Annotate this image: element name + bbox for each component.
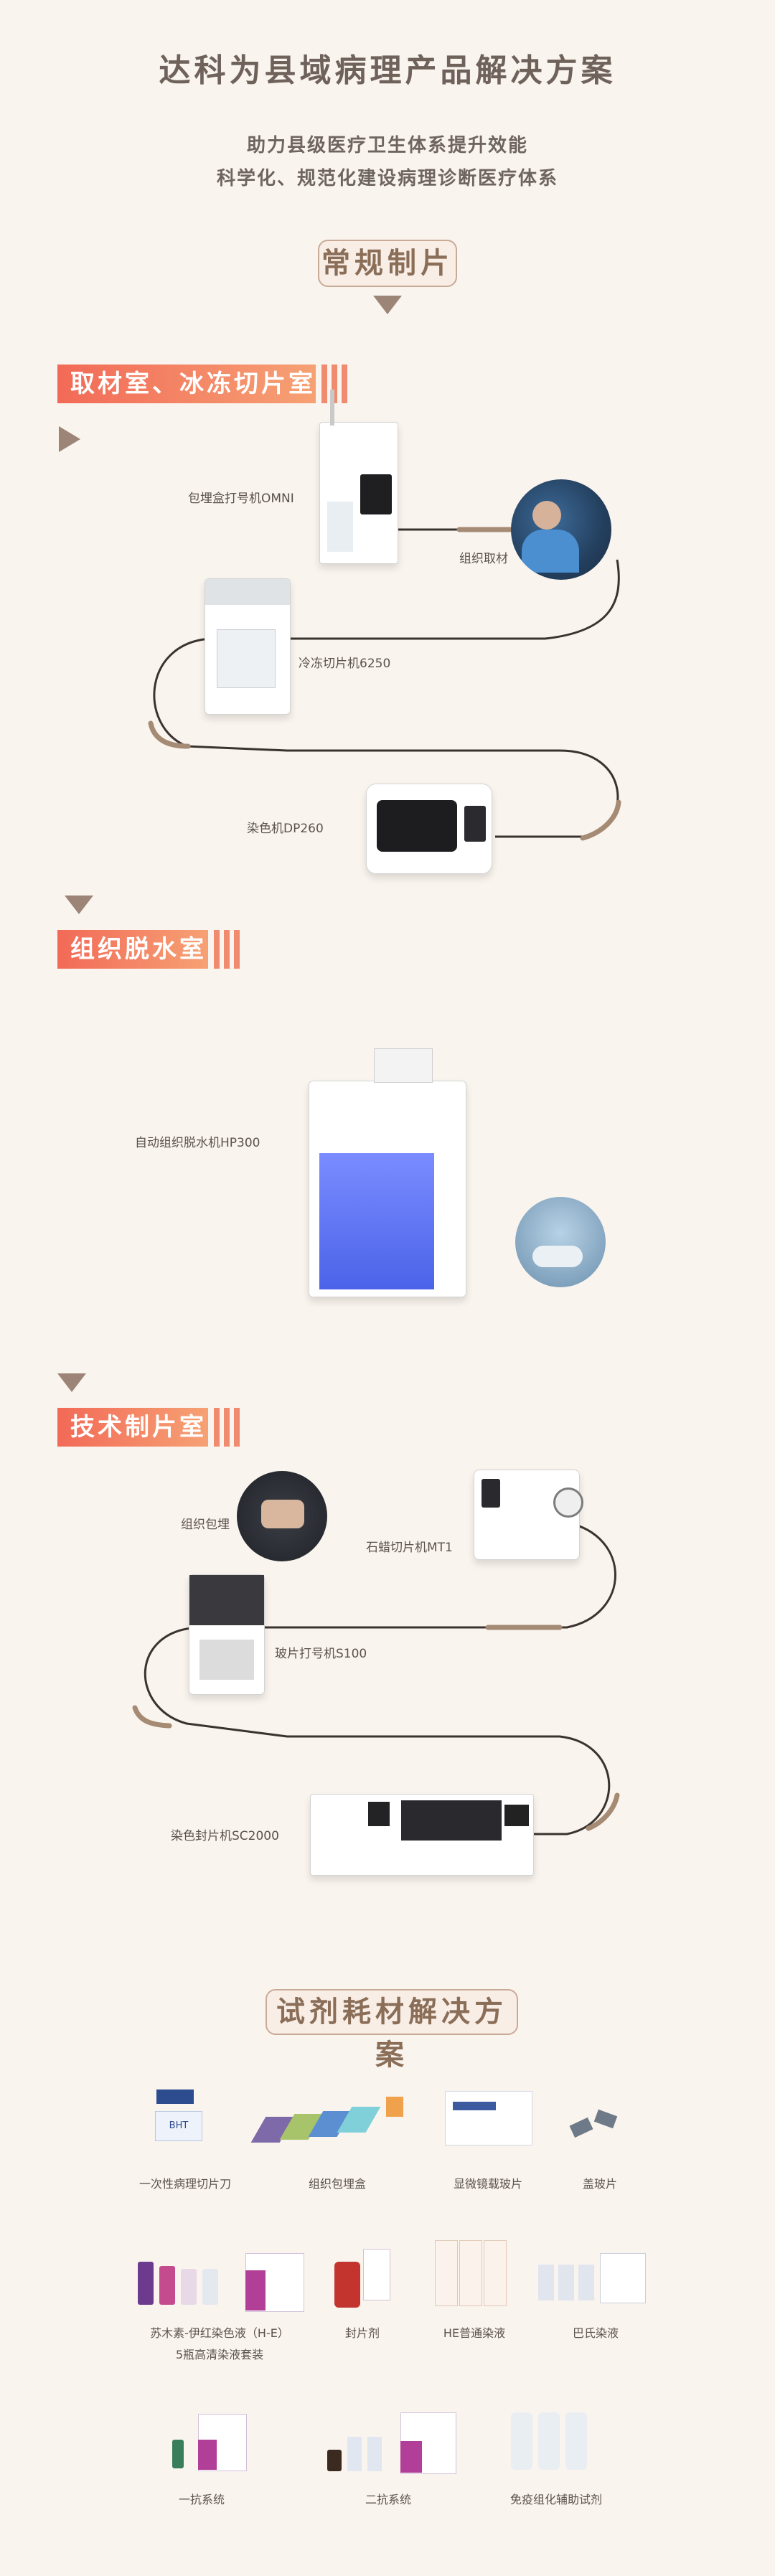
tissue-processor-image bbox=[309, 1048, 466, 1297]
mounting-medium-image bbox=[334, 2249, 392, 2309]
process-label-grossing: 组织取材 bbox=[459, 552, 508, 566]
product-label-slide-printer: 玻片打号机S100 bbox=[275, 1647, 367, 1661]
right-arrow-icon bbox=[59, 426, 80, 452]
reagent-label-coverslips: 盖玻片 bbox=[582, 2177, 617, 2191]
product-label-cryostat: 冷冻切片机6250 bbox=[299, 657, 391, 671]
reagent-label-secondary-antibody: 二抗系统 bbox=[365, 2493, 411, 2506]
down-arrow-icon bbox=[57, 1373, 86, 1392]
section-stripes bbox=[321, 365, 354, 403]
grossing-photo bbox=[511, 479, 611, 580]
reagent-label-he-kit: 5瓶高清染液套装 bbox=[175, 2348, 264, 2361]
section-stripes bbox=[214, 1408, 247, 1447]
he-kit-image bbox=[138, 2253, 304, 2312]
section-header-sampling-room: 取材室、冰冻切片室 bbox=[57, 365, 316, 403]
embedding-photo bbox=[237, 1471, 327, 1561]
product-label-stainer-dp260: 染色机DP260 bbox=[247, 822, 324, 836]
page-title: 达科为县域病理产品解决方案 bbox=[159, 52, 616, 89]
reagent-label-he: 苏木素-伊红染色液（H-E） bbox=[150, 2326, 289, 2340]
reagent-label-he-regular: HE普通染液 bbox=[443, 2326, 506, 2340]
secondary-antibody-image bbox=[321, 2412, 456, 2474]
reagent-label-primary-antibody: 一抗系统 bbox=[178, 2493, 225, 2506]
section-header-dehydration-room: 组织脱水室 bbox=[57, 930, 208, 969]
section-stripes bbox=[214, 930, 247, 969]
reagent-label-slides: 显微镜载玻片 bbox=[453, 2177, 522, 2191]
he-regular-image bbox=[435, 2240, 507, 2306]
slides-box-image bbox=[445, 2091, 532, 2145]
product-label-stainer-coverslipper: 染色封片机SC2000 bbox=[171, 1829, 279, 1843]
reagent-label-ihc-auxiliary: 免疫组化辅助试剂 bbox=[509, 2493, 602, 2506]
process-label-embedding: 组织包埋 bbox=[181, 1518, 230, 1532]
microtome-image bbox=[474, 1470, 583, 1560]
reagent-label-cassettes: 组织包埋盒 bbox=[308, 2177, 366, 2191]
stainer-dp260-image bbox=[366, 784, 492, 874]
product-label-tissue-processor: 自动组织脱水机HP300 bbox=[135, 1136, 260, 1150]
reagent-label-blade: 一次性病理切片刀 bbox=[138, 2177, 231, 2191]
primary-antibody-image bbox=[168, 2414, 247, 2471]
coverslips-image bbox=[564, 2109, 621, 2145]
pap-stain-image bbox=[538, 2253, 646, 2303]
reagent-label-mounting: 封片剂 bbox=[344, 2326, 380, 2340]
blade-box-image: BHT bbox=[148, 2090, 205, 2147]
product-label-microtome: 石蜡切片机MT1 bbox=[366, 1541, 453, 1555]
reagent-label-pap: 巴氏染液 bbox=[572, 2326, 619, 2340]
slide-printer-image bbox=[189, 1574, 265, 1695]
down-arrow-icon bbox=[65, 896, 93, 914]
page-subtitle-1: 助力县级医疗卫生体系提升效能 bbox=[246, 135, 528, 156]
cassettes-image bbox=[250, 2085, 416, 2150]
cryostat-image bbox=[205, 578, 291, 715]
cassette-printer-image bbox=[319, 390, 398, 564]
dehydration-photo bbox=[515, 1197, 606, 1287]
ihc-auxiliary-image bbox=[511, 2412, 590, 2470]
down-arrow-icon bbox=[373, 296, 402, 314]
section-header-technical-room: 技术制片室 bbox=[57, 1408, 208, 1447]
page-subtitle-2: 科学化、规范化建设病理诊断医疗体系 bbox=[216, 168, 558, 189]
routine-pill: 常规制片 bbox=[318, 240, 457, 287]
stainer-coverslipper-image bbox=[310, 1794, 534, 1876]
reagents-pill: 试剂耗材解决方案 bbox=[266, 1989, 518, 2072]
product-label-cassette-printer: 包埋盒打号机OMNI bbox=[188, 492, 294, 506]
